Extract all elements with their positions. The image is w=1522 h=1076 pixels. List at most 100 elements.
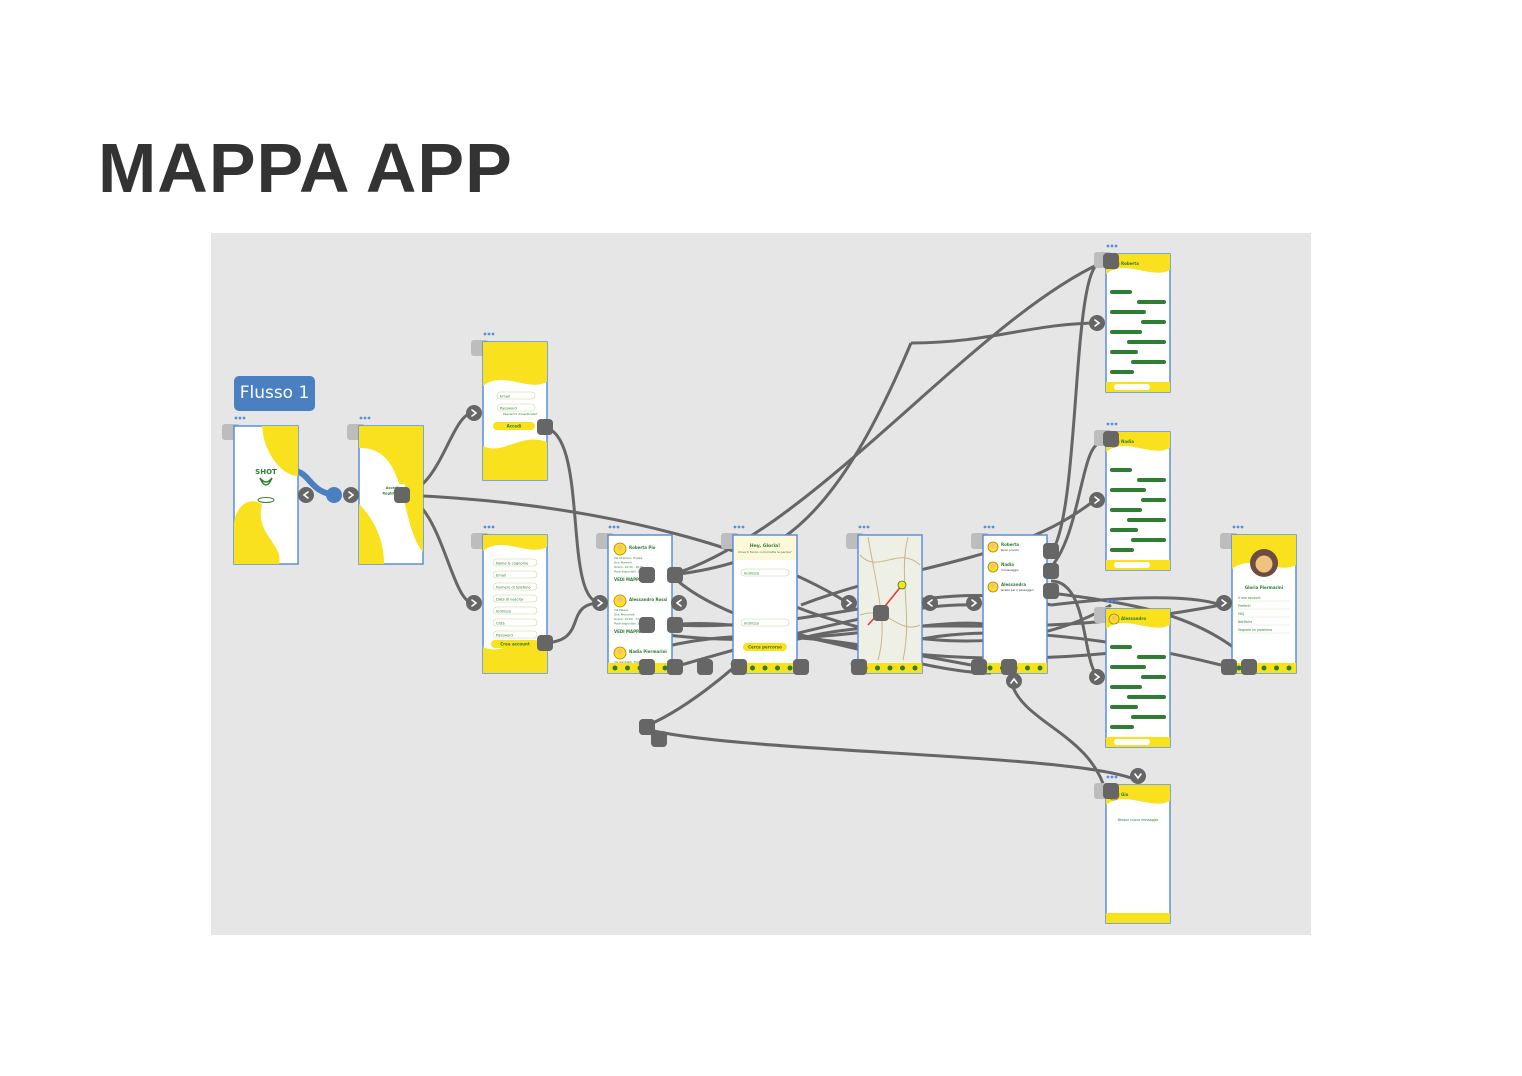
screen-text: SHOT bbox=[255, 468, 277, 476]
link-connector[interactable] bbox=[1006, 673, 1022, 689]
screen-link-wire bbox=[1049, 441, 1102, 568]
link-connector[interactable] bbox=[1089, 315, 1105, 331]
tab-bar-icon bbox=[875, 665, 880, 671]
screen-menu-dot bbox=[1114, 775, 1118, 779]
yellow-blob bbox=[262, 426, 298, 476]
avatar-face-icon bbox=[990, 583, 996, 588]
screen-menu-dot bbox=[1110, 775, 1114, 779]
screen-text: Password bbox=[496, 633, 513, 637]
screen-button bbox=[491, 640, 539, 648]
screen-link-wire bbox=[1049, 261, 1102, 554]
screen-text: Roberta bbox=[1001, 542, 1019, 547]
screen-text: Alessandra bbox=[1001, 582, 1026, 587]
page-title: MAPPA APP bbox=[98, 129, 513, 207]
screen-splash[interactable]: SHOT bbox=[222, 416, 299, 565]
yellow-wave-header bbox=[1106, 254, 1170, 274]
link-connector[interactable] bbox=[922, 595, 938, 611]
avatar-face-icon bbox=[990, 563, 996, 568]
screen-text: Nessun nuovo messaggio bbox=[1118, 818, 1159, 822]
yellow-wave-footer bbox=[483, 640, 547, 673]
screen-menu-dot bbox=[1110, 599, 1114, 603]
screen-text: FAQ bbox=[1238, 612, 1245, 616]
link-connector[interactable] bbox=[671, 595, 687, 611]
form-field bbox=[492, 594, 538, 603]
flow-badge[interactable]: Flusso 1 bbox=[234, 376, 315, 411]
yellow-wave-header bbox=[1106, 609, 1170, 629]
screen-menu-dot bbox=[1110, 244, 1114, 248]
screen-text: Accedi bbox=[507, 424, 522, 429]
connector-node bbox=[966, 595, 982, 611]
link-connector[interactable] bbox=[841, 595, 857, 611]
screen-menu-dot bbox=[1114, 599, 1118, 603]
avatar-face-icon bbox=[1111, 615, 1117, 620]
connector-node bbox=[1216, 595, 1232, 611]
logo-base-icon bbox=[257, 497, 275, 503]
screen-text: VEDI MAPPA bbox=[614, 629, 643, 634]
chat-bubble bbox=[1110, 370, 1134, 374]
screen-text: Password dimenticata? bbox=[503, 412, 538, 416]
link-connector[interactable] bbox=[1130, 768, 1146, 784]
screen-text: Grazie per il passaggio! bbox=[1001, 588, 1034, 592]
link-connector[interactable] bbox=[1089, 492, 1105, 508]
screen-link-wire bbox=[1050, 596, 1222, 607]
greeting-header bbox=[734, 536, 796, 560]
form-field bbox=[492, 618, 538, 627]
connector-hub bbox=[639, 567, 655, 583]
yellow-wave bbox=[359, 504, 384, 564]
screen-text: Notifiche bbox=[1238, 620, 1252, 624]
link-connector[interactable] bbox=[966, 595, 982, 611]
tab-bar-icon bbox=[1261, 665, 1267, 671]
screen-chat-alessandro[interactable]: Alessandro bbox=[1094, 599, 1171, 748]
screen-menu-dot bbox=[487, 525, 491, 529]
chat-bubble bbox=[1110, 508, 1142, 512]
screen-link-wire bbox=[670, 342, 913, 577]
message-input bbox=[1114, 739, 1150, 745]
screen-chat-nadia[interactable]: Nadia bbox=[1094, 422, 1171, 571]
tab-bar-icon bbox=[1037, 665, 1043, 671]
screen-text: Nadia bbox=[1121, 439, 1134, 444]
chat-bubble bbox=[1127, 518, 1166, 522]
connector-hub bbox=[394, 487, 410, 503]
link-connector[interactable] bbox=[298, 487, 314, 503]
tab-bar-icon bbox=[887, 665, 893, 671]
chat-bubble bbox=[1131, 538, 1166, 542]
connector-hub bbox=[537, 635, 553, 651]
screen-menu-dot bbox=[242, 416, 246, 420]
connector-node bbox=[922, 595, 938, 611]
screen-menu-dot bbox=[367, 416, 371, 420]
link-connector[interactable] bbox=[1216, 595, 1232, 611]
screen-menu-dot bbox=[491, 525, 495, 529]
tab-bar-icon bbox=[612, 665, 618, 671]
screen-text: Roberta Pio bbox=[629, 545, 656, 550]
screen-text: Segnala un problema bbox=[1238, 628, 1272, 632]
link-connector[interactable] bbox=[1089, 669, 1105, 685]
chat-bubble bbox=[1137, 478, 1166, 482]
connector-hub bbox=[697, 659, 713, 675]
connector-node bbox=[841, 595, 857, 611]
link-connector[interactable] bbox=[343, 487, 359, 503]
screen-menu-dot bbox=[1236, 525, 1240, 529]
screen-link-wire bbox=[400, 493, 852, 607]
link-connector[interactable] bbox=[466, 595, 482, 611]
screen-link-wire bbox=[640, 726, 1132, 780]
yellow-wave bbox=[359, 426, 423, 552]
link-connector[interactable] bbox=[592, 595, 608, 611]
connector-hub bbox=[1043, 583, 1059, 599]
tab-bar-icon bbox=[775, 665, 780, 671]
screen-text: Orario: 16:30 - 18:00 bbox=[614, 565, 644, 569]
chat-bubble bbox=[1110, 350, 1138, 354]
flow-start-node[interactable] bbox=[326, 487, 342, 503]
screen-greeting[interactable]: Hey, Gloria!Dove ti fanno corromatte le … bbox=[721, 525, 798, 674]
link-connector[interactable] bbox=[466, 405, 482, 421]
screen-text: Numero di telefono bbox=[496, 585, 531, 589]
screen-text: Nadia Piermarini bbox=[629, 649, 667, 654]
screen-text: Alessandro bbox=[1121, 616, 1146, 621]
screen-map[interactable] bbox=[846, 525, 923, 674]
